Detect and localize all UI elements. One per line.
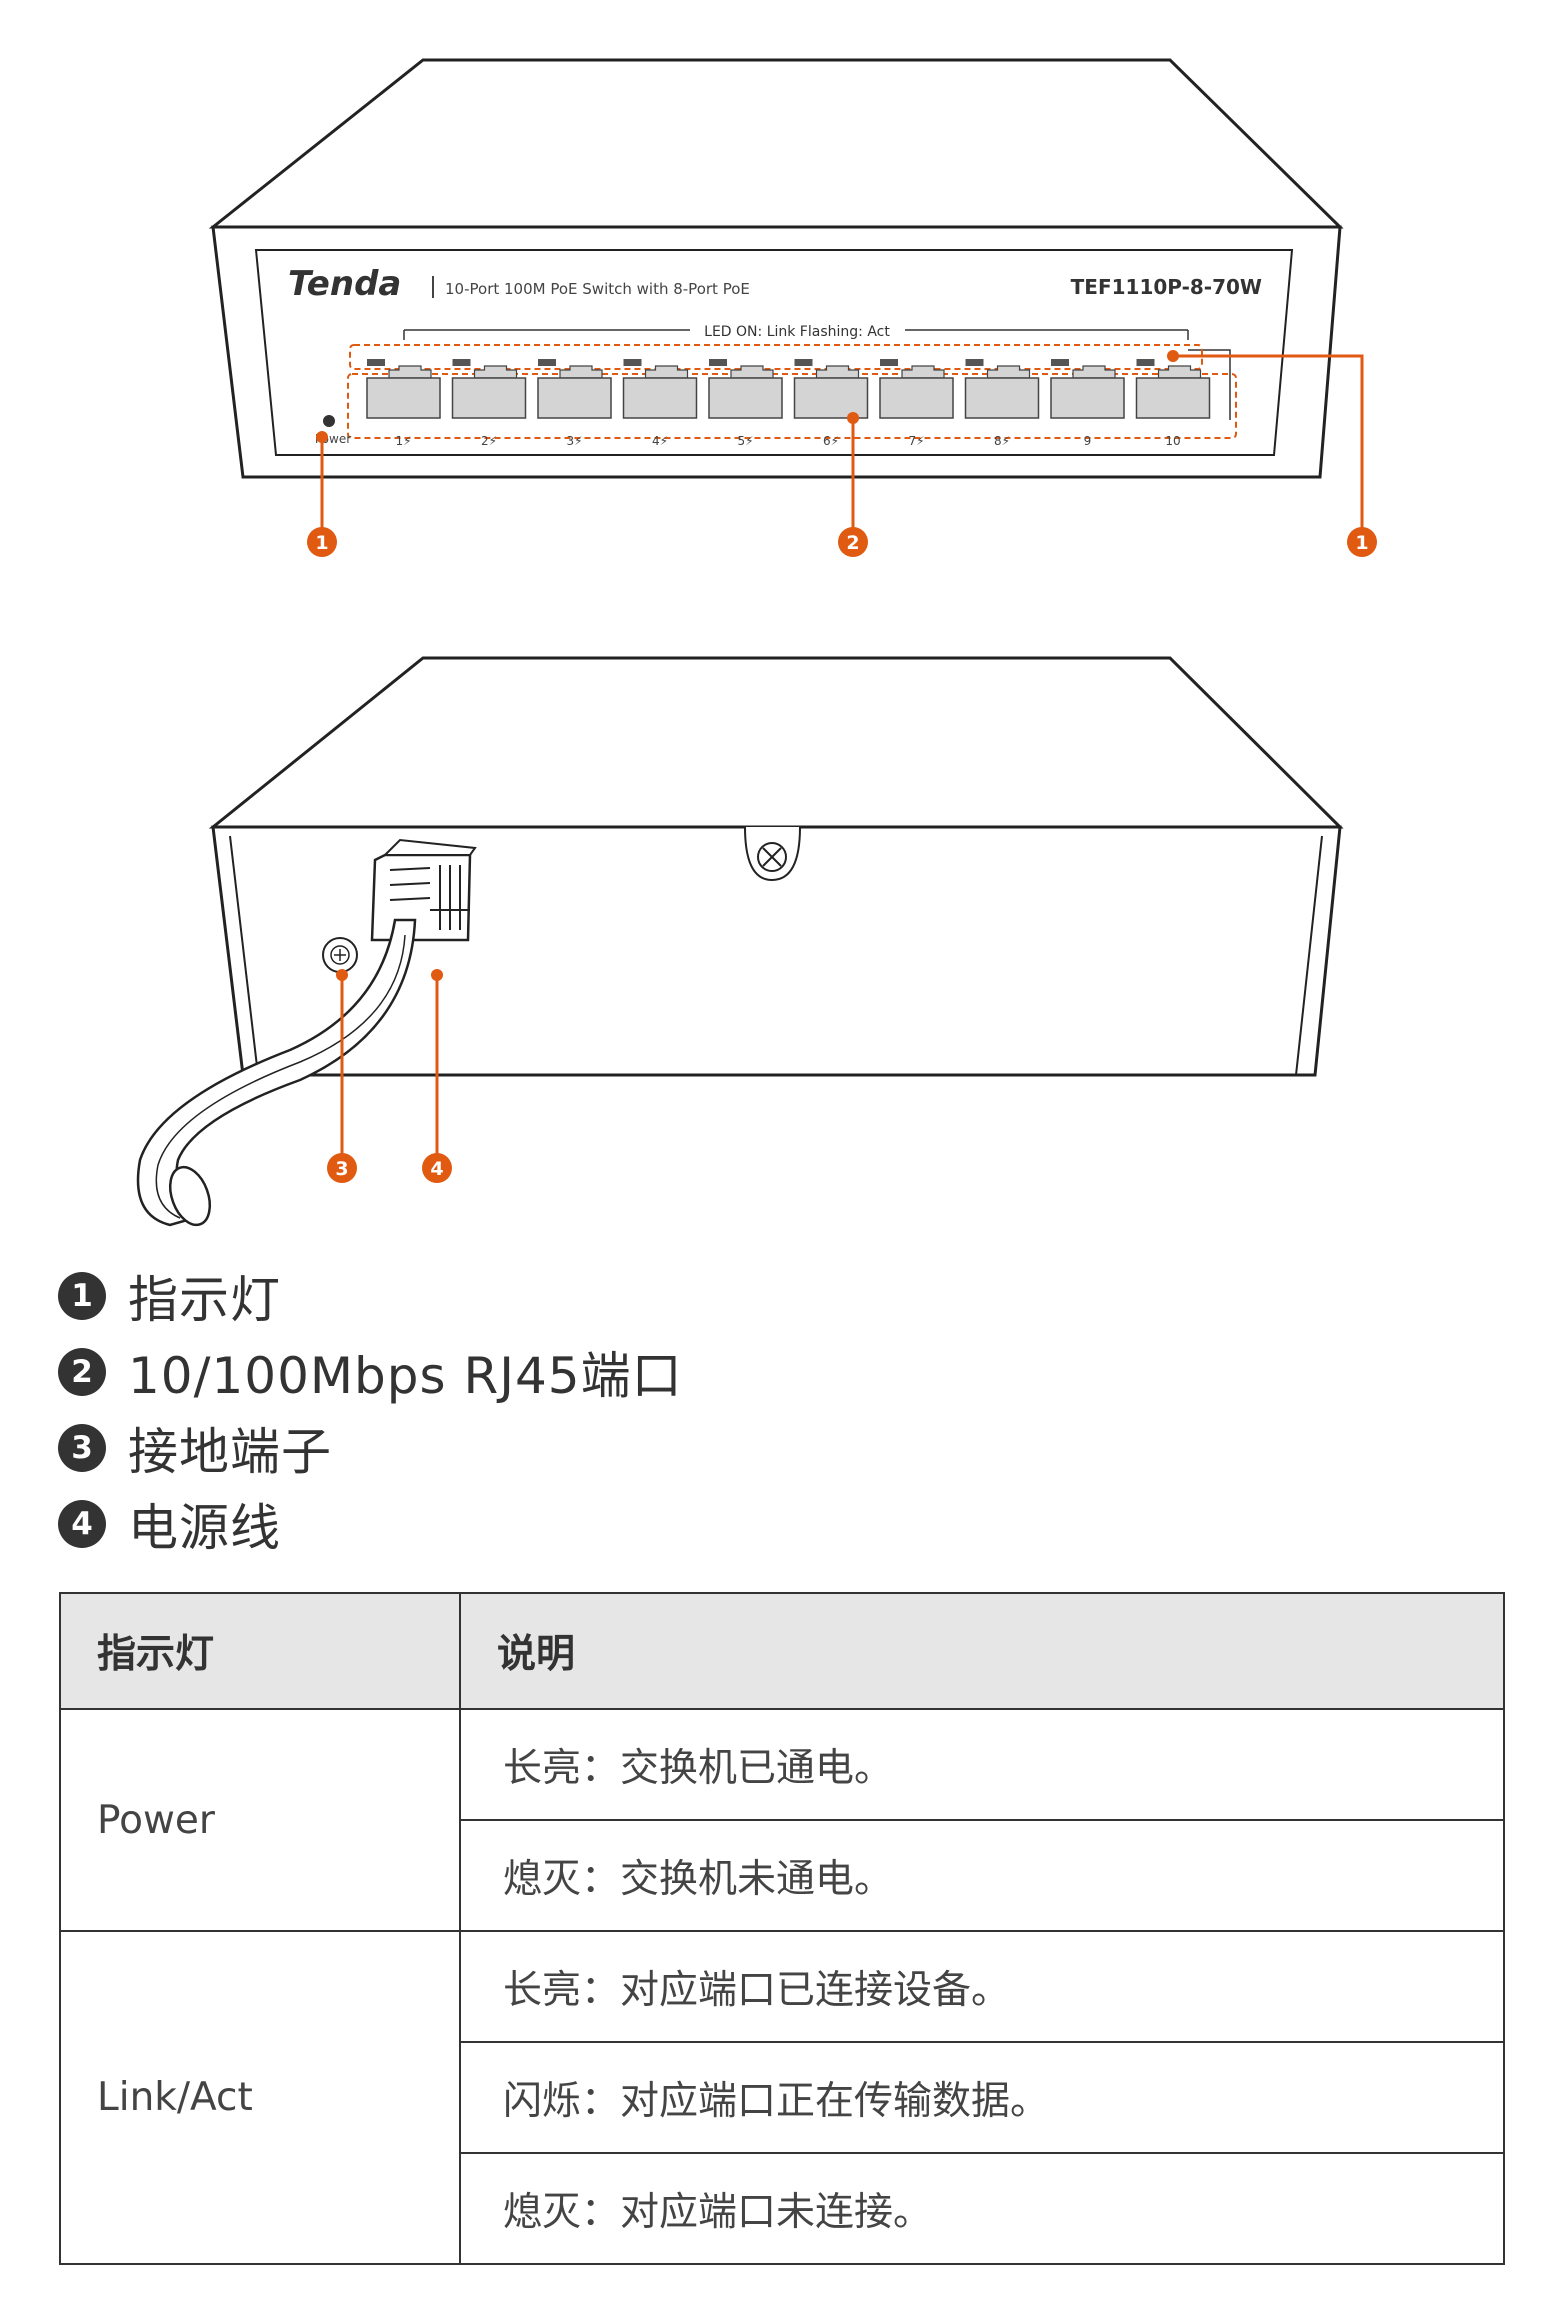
back-top-face	[208, 656, 1344, 829]
table-row: Link/Act 长亮：对应端口已连接设备。	[59, 1930, 1505, 2265]
port-row-highlight	[347, 373, 1237, 439]
rj45-port	[793, 377, 869, 419]
link-act-led	[1136, 359, 1155, 366]
rj45-port	[537, 377, 612, 419]
port-label: 10	[1165, 434, 1180, 448]
header-description: 说明	[459, 1592, 1505, 1710]
legend-number: 2	[58, 1348, 106, 1396]
back-view: 3 4	[136, 656, 1344, 1227]
link-act-led	[623, 359, 642, 366]
led-row-highlight	[349, 344, 1203, 370]
svg-text:2: 2	[846, 532, 859, 554]
model-number: TEF1110P-8-70W	[1071, 275, 1262, 299]
port-label: 7⚡	[908, 434, 924, 448]
indicator-description: 闪烁：对应端口正在传输数据。	[459, 2041, 1505, 2154]
link-act-led	[794, 359, 813, 366]
indicator-description: 熄灭：对应端口未连接。	[459, 2152, 1505, 2265]
legend-text: 指示灯	[128, 1271, 281, 1329]
legend-item: 1 指示灯	[58, 1258, 683, 1334]
svg-text:3: 3	[335, 1158, 348, 1180]
rj45-port	[366, 377, 441, 419]
header-indicator: 指示灯	[59, 1592, 461, 1710]
link-act-led	[1051, 359, 1069, 366]
table-row: 熄灭：对应端口未连接。	[60, 2152, 1505, 2265]
callout-4-power-cord: 4	[422, 1153, 452, 1183]
indicator-name: Link/Act	[59, 1930, 461, 2265]
callout-3-ground: 3	[327, 1153, 357, 1183]
indicator-description: 长亮：对应端口已连接设备。	[459, 1930, 1505, 2043]
svg-text:4: 4	[430, 1158, 443, 1180]
port-label: 8⚡	[994, 434, 1010, 448]
indicator-description: 熄灭：交换机未通电。	[459, 1819, 1505, 1932]
product-description: 10-Port 100M PoE Switch with 8-Port PoE	[445, 280, 750, 298]
indicator-name: Power	[59, 1708, 461, 1932]
port-label: 9	[1084, 434, 1092, 448]
legend-item: 2 10/100Mbps RJ45端口	[58, 1334, 683, 1410]
table-row: 闪烁：对应端口正在传输数据。	[60, 2041, 1505, 2154]
rj45-port	[1050, 377, 1125, 419]
legend-number: 4	[58, 1500, 106, 1548]
port-label: 2⚡	[481, 434, 497, 448]
brand-logo: Tenda	[288, 264, 401, 304]
link-act-led	[367, 359, 385, 366]
rj45-ports: 1⚡ 2⚡ 3⚡ 4⚡ 5⚡ 6⚡ 7⚡ 8⚡ 9 10	[366, 359, 1211, 448]
led-legend-label: LED ON: Link Flashing: Act	[704, 324, 890, 340]
power-cable	[136, 918, 417, 1227]
port-label: 3⚡	[566, 434, 582, 448]
legend-text: 10/100Mbps RJ45端口	[128, 1347, 683, 1405]
link-act-led	[880, 359, 898, 366]
svg-text:1: 1	[1355, 532, 1368, 554]
legend-list: 1 指示灯 2 10/100Mbps RJ45端口 3 接地端子 4 电源线	[58, 1258, 683, 1562]
rj45-port	[708, 377, 783, 419]
port-label: 6⚡	[823, 434, 839, 448]
legend-number: 1	[58, 1272, 106, 1320]
legend-item: 4 电源线	[58, 1486, 683, 1562]
rj45-port	[451, 377, 527, 419]
link-act-led	[709, 359, 727, 366]
rj45-port	[622, 377, 698, 419]
port-label: 5⚡	[737, 434, 753, 448]
callout-2-ports: 2	[838, 527, 868, 557]
legend-text: 接地端子	[128, 1423, 332, 1481]
rj45-port	[879, 377, 954, 419]
link-act-led	[965, 359, 984, 366]
port-label: 1⚡	[395, 434, 411, 448]
port-label: 4⚡	[652, 434, 668, 448]
front-view: Tenda 10-Port 100M PoE Switch with 8-Por…	[208, 58, 1377, 557]
led-table: 指示灯 说明 Power 长亮：交换机已通电。 熄灭：交换机未通电。 Link/…	[59, 1592, 1505, 2265]
legend-text: 电源线	[128, 1499, 281, 1557]
link-act-led	[538, 359, 556, 366]
device-diagram: Tenda 10-Port 100M PoE Switch with 8-Por…	[136, 58, 1377, 1227]
table-row: Power 长亮：交换机已通电。	[59, 1708, 1505, 1932]
callout-1-power: 1	[307, 527, 337, 557]
rj45-port	[964, 377, 1040, 419]
rj45-port	[1135, 377, 1211, 419]
svg-text:1: 1	[315, 532, 328, 554]
link-act-led	[452, 359, 471, 366]
callout-1-linkact: 1	[1347, 527, 1377, 557]
legend-item: 3 接地端子	[58, 1410, 683, 1486]
table-header-row: 指示灯 说明	[59, 1592, 1505, 1710]
table-row: 熄灭：交换机未通电。	[60, 1819, 1505, 1932]
indicator-description: 长亮：交换机已通电。	[459, 1708, 1505, 1821]
front-top-face	[208, 58, 1344, 229]
power-led	[323, 415, 335, 427]
legend-number: 3	[58, 1424, 106, 1472]
back-face	[211, 825, 1342, 1077]
